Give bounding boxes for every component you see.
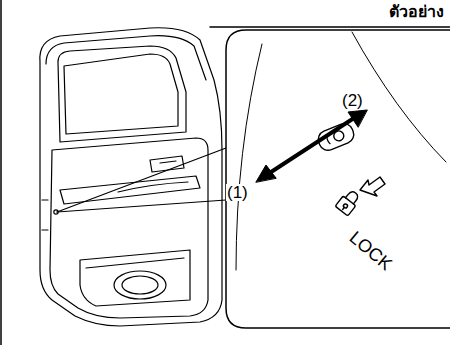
callout-number: (2) (341, 92, 364, 109)
heading-label: ตัวอย่าง (389, 4, 444, 20)
callout-number: (1) (226, 184, 249, 201)
